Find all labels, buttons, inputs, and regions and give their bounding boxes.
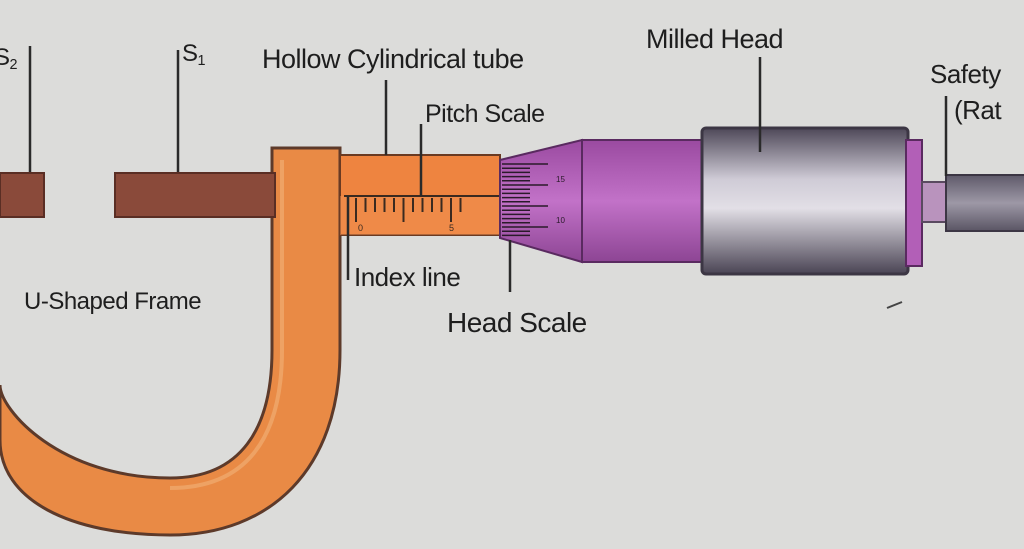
label-s2-subscript: 2: [9, 57, 18, 73]
spindle-rod-s1: [114, 172, 276, 218]
label-s1-letter: S: [182, 40, 198, 67]
label-s2-letter: S: [0, 44, 10, 71]
label-ratchet-partial: (Rat: [954, 95, 1002, 125]
label-u-shaped-frame: U-Shaped Frame: [24, 288, 202, 315]
u-frame-inner-edge: [169, 160, 284, 490]
u-shaped-frame: [0, 146, 342, 537]
milled-head: [700, 126, 910, 276]
label-s2: S2: [0, 44, 18, 73]
sleeve-lower-band: [340, 196, 500, 235]
thimble-taper: [499, 138, 583, 264]
pitch-scale-ticks: [355, 198, 462, 222]
head-scale-number-15: 15: [556, 175, 565, 184]
anvil-rod-s2: [0, 172, 45, 218]
head-scale-ticks: [502, 163, 548, 237]
label-s1-subscript: 1: [197, 53, 206, 69]
ratchet-knob: [945, 174, 1024, 232]
stray-mark: [886, 301, 903, 309]
milled-head-collar: [905, 139, 923, 267]
head-scale-number-10: 10: [556, 216, 565, 225]
thimble-body: [581, 139, 705, 263]
label-milled-head: Milled Head: [646, 24, 784, 54]
label-s1: S1: [182, 40, 206, 69]
label-pitch-scale: Pitch Scale: [425, 100, 545, 128]
label-head-scale: Head Scale: [447, 307, 587, 338]
pitch-scale-number-5: 5: [449, 223, 454, 233]
ratchet-neck: [921, 181, 947, 223]
pitch-scale-number-0: 0: [358, 223, 363, 233]
label-index-line: Index line: [354, 262, 461, 292]
label-safety: Safety: [930, 59, 1001, 89]
label-hollow-cylindrical-tube: Hollow Cylindrical tube: [262, 44, 524, 74]
